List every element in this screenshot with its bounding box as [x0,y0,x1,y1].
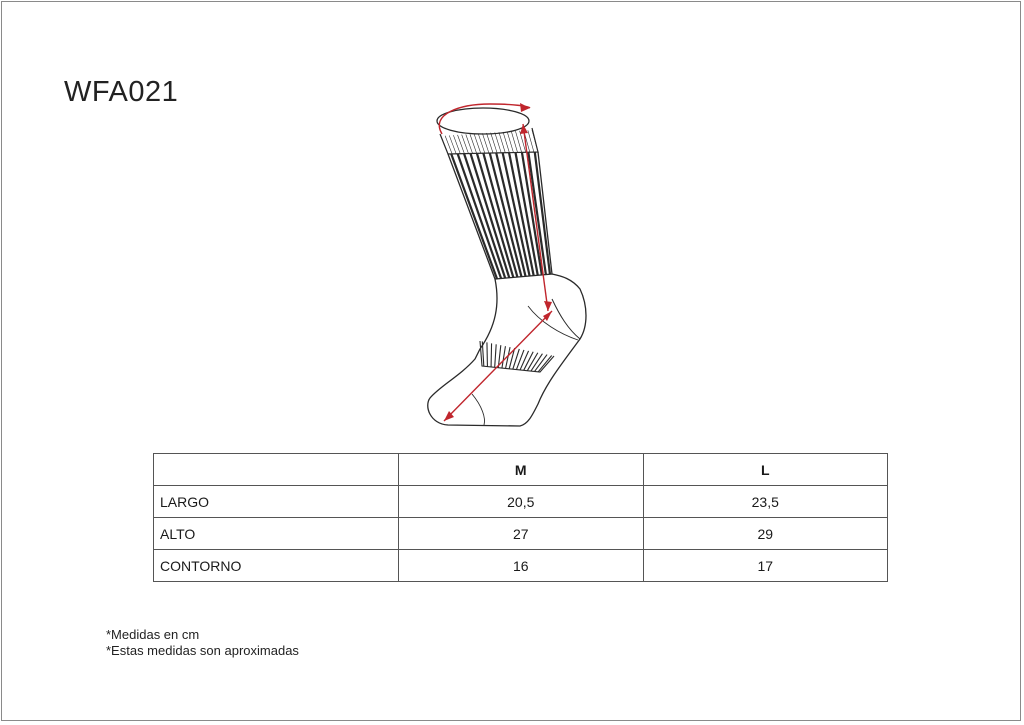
length-measure-arrow [443,310,553,422]
welt-rib-line [482,133,490,154]
footnotes: *Medidas en cm *Estas medidas son aproxi… [106,627,299,659]
arch-rib-line [481,341,485,367]
arch-rib-line [486,342,488,367]
arch-rib-line [501,346,506,369]
table-row: CONTORNO 16 17 [153,549,888,582]
table-cell: 29 [642,517,888,550]
table-cell: 16 [398,549,644,582]
size-table: M L LARGO 20,5 23,5 ALTO 27 29 CONTORNO … [153,453,888,582]
row-label: LARGO [153,485,399,518]
leg-stripe [514,152,539,276]
header-cell: L [642,453,888,486]
welt-rib-line [506,131,514,153]
welt-rib-line [457,134,465,154]
arrowhead [543,311,552,321]
sock-heel-seam [551,298,581,340]
welt-rib-line [453,135,461,154]
arch-rib-line [512,348,520,370]
table-cell: 20,5 [398,485,644,518]
sock-opening [436,107,530,135]
leg-stripe [488,152,523,277]
welt-rib-line [448,135,457,154]
welt-rib-line [440,135,449,155]
sock-illustration [427,103,587,427]
leg-stripe [469,153,511,279]
leg-stripe [456,153,503,279]
header-cell [153,453,399,486]
sock-leg-outline [447,151,553,280]
arch-rib-line [490,343,493,367]
arch-rib-line [534,354,548,372]
welt-rib-line [498,132,506,153]
arch-rib-line [494,344,497,368]
welt-rib-line [511,131,518,153]
welt-rib-line [486,132,494,154]
welt-rib-line [502,131,510,153]
leg-stripe [495,152,527,277]
arch-rib-line [519,350,530,371]
welt-rib-line [531,129,539,153]
arch-rib-line [505,346,511,369]
header-cell: M [398,453,644,486]
leg-stripe [463,153,507,279]
welt-rib-line [494,132,502,153]
table-row: ALTO 27 29 [153,517,888,550]
welt-rib-line [519,130,527,153]
welt-rib-line [527,130,535,153]
welt-rib-line [473,133,482,154]
row-label: ALTO [153,517,399,550]
product-code: WFA021 [64,76,179,108]
table-row: LARGO 20,5 23,5 [153,485,888,518]
arch-rib-line [537,355,553,373]
sock-toe-seam [471,393,485,426]
arrowhead [520,103,530,112]
leg-stripe [527,152,547,275]
welt-rib-line [469,133,477,154]
footnote: *Estas medidas son aproximadas [106,643,299,658]
table-cell: 17 [642,549,888,582]
arrowhead [520,124,528,134]
welt-rib-line [477,133,486,154]
leg-stripe [501,152,531,277]
sock-arch-band [479,340,555,373]
footnote: *Medidas en cm [106,627,200,642]
leg-stripe [450,153,499,280]
leg-stripe [533,151,552,275]
arch-rib-line [497,345,502,368]
leg-stripe [520,152,543,276]
size-table-header: M L [153,453,888,486]
arch-rib-line [515,349,525,370]
arch-rib-line [523,351,534,371]
sock-heel-edge [527,305,579,341]
leg-stripe [475,153,515,278]
arch-rib-line [530,353,543,372]
height-measure-arrow [522,123,549,312]
row-label: CONTORNO [153,549,399,582]
arrowhead [444,411,454,421]
welt-rib-line [461,134,469,154]
leg-stripe [507,152,535,276]
welt-rib-line [444,135,453,155]
arrowhead [544,301,552,311]
arch-rib-line [508,347,516,369]
table-cell: 23,5 [642,485,888,518]
welt-rib-line [490,132,498,154]
leg-stripe [482,152,519,278]
arch-rib-line [526,352,539,371]
sock-foot-outline [427,273,587,427]
welt-rib-line [465,134,473,154]
table-cell: 27 [398,517,644,550]
welt-rib-line [515,131,522,153]
